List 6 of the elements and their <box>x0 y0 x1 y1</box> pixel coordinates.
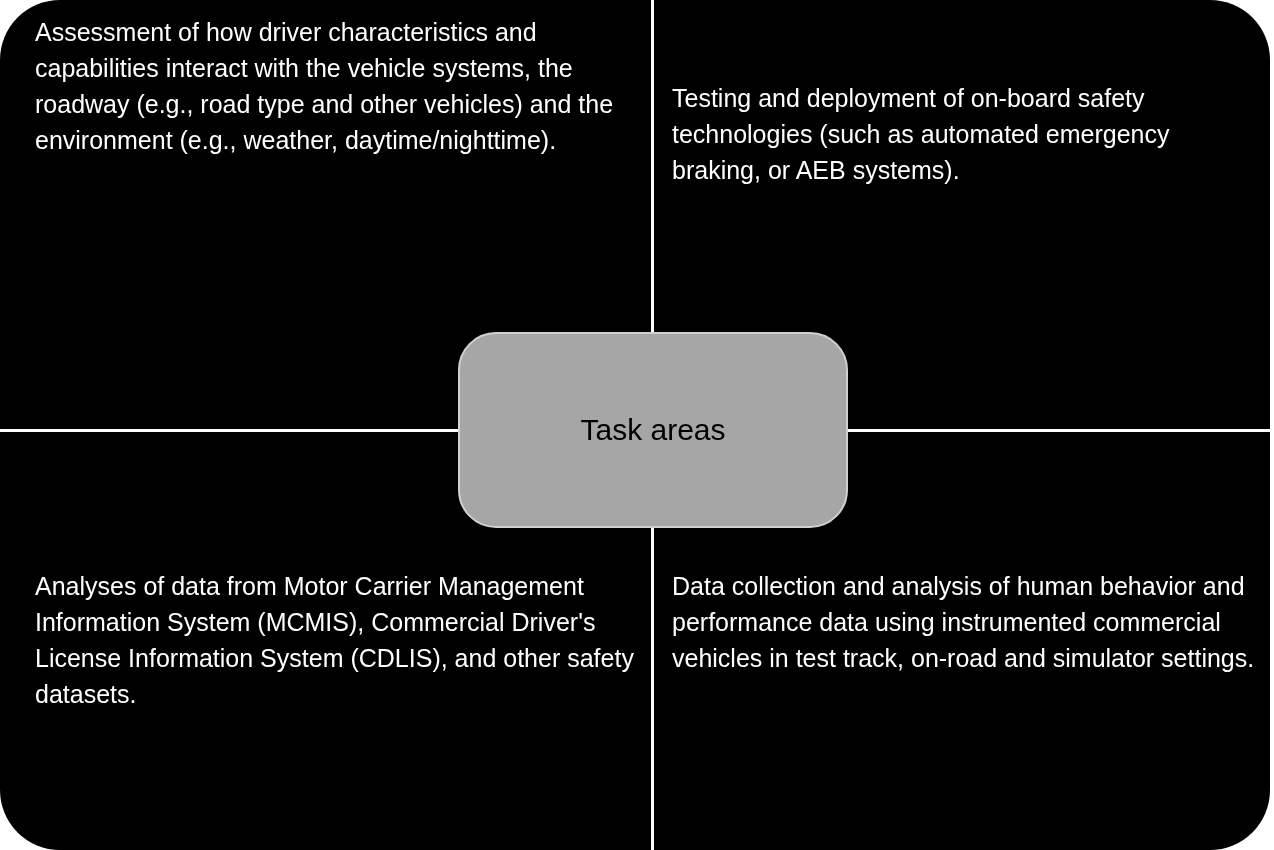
description-text: Analyses of data from Motor Carrier Management Information System (MCMIS), Commercial Driver's License Information System (CDLIS), and other safety datasets. <box>35 571 635 710</box>
description-text: Assessment of how driver characteristics and capabilities interact with the vehicle systems, the roadway (e.g., road type and other vehicles) and the environment (e.g., weather, daytime/nighttime). <box>35 17 615 156</box>
description-text: Data collection and analysis of human behavior and performance data using instrumented commercial vehicles in test track, on-road and simulator settings. <box>672 571 1256 674</box>
center-box <box>458 332 848 528</box>
title-text: Task areas <box>580 413 726 447</box>
description-text: Testing and deployment of on-board safety technologies (such as automated emergency braking, or AEB systems). <box>672 83 1171 186</box>
